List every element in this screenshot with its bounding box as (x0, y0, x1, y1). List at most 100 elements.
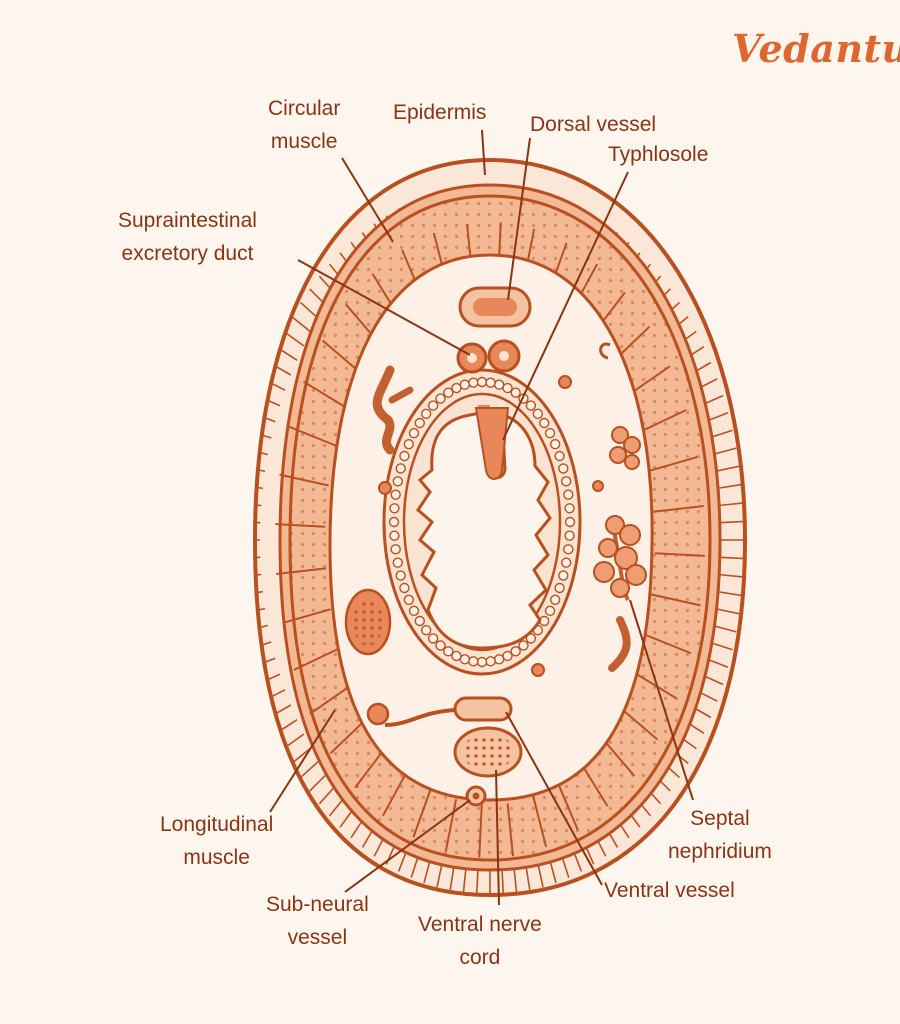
intestine-cell (414, 417, 425, 429)
intestine-cell (510, 387, 521, 398)
intestine-cell (427, 633, 439, 644)
typhlosole-fold (474, 407, 510, 480)
intestine-cell (388, 516, 400, 528)
intestine-cell (403, 594, 415, 605)
intestine (382, 368, 582, 676)
intestine-cell (408, 427, 420, 439)
label-typhlosole: Typhlosole (608, 143, 709, 166)
intestine-cell (544, 427, 556, 439)
muscle-bundle-divider (282, 608, 331, 624)
intestine-cell (539, 417, 550, 429)
intestine-chloragogen-cells (388, 376, 576, 668)
label-ventral-vessel: Ventral vessel (604, 879, 735, 902)
intestine-cell (395, 463, 406, 474)
epidermis-cell-wall (283, 733, 305, 750)
muscle-bundle-divider (649, 456, 698, 472)
muscle-bundle-divider (276, 567, 327, 575)
intestine-cell (493, 654, 505, 665)
epidermis-cell-wall (714, 465, 740, 473)
epidermis-cell-wall (718, 573, 744, 578)
epidermis-cell-wall (537, 862, 544, 888)
intestine-cell (502, 650, 513, 662)
epidermis-cell-wall (501, 869, 505, 895)
epidermis-cell-wall (283, 330, 305, 347)
intestine-cell (476, 656, 488, 668)
vedantu-logo: Vedantu (732, 26, 900, 71)
intestine-cell (390, 544, 401, 555)
intestine-cell (502, 382, 513, 394)
muscle-bundle-divider (651, 593, 701, 607)
intestine-cell (564, 530, 575, 541)
intestine-cell (564, 516, 576, 528)
intestine-cell (459, 379, 471, 390)
muscle-bundle-divider (309, 684, 353, 715)
muscle-bundle-divider (506, 803, 514, 857)
muscle-bundle-divider (654, 552, 705, 557)
intestine-cell (451, 650, 462, 662)
intestine-cell (459, 654, 471, 665)
vessels (366, 286, 532, 807)
intestine-cell (485, 377, 496, 388)
intestine-cell (561, 476, 572, 487)
intestine-cell (554, 582, 565, 594)
intestine-cell (564, 503, 575, 514)
leader-longitudinal-muscle (269, 709, 336, 813)
ventral-vessel-shape (453, 696, 513, 722)
muscle-bundle-divider (643, 633, 692, 655)
leader-epidermis (481, 129, 486, 176)
intestine-cell (525, 400, 537, 411)
nephridia (344, 342, 647, 677)
supraintestinal-duct-shape (456, 339, 521, 374)
muscle-bundle-divider (640, 409, 687, 433)
septal-nephridium-shape (593, 515, 647, 602)
intestine-cell (563, 489, 574, 500)
intestine-cell (395, 570, 406, 581)
epidermis-cell-wall (475, 869, 479, 895)
epidermis-cell-wall (714, 607, 740, 615)
intestine-cell (549, 439, 561, 450)
intestine-cell (399, 582, 410, 594)
epidermis-cell-wall (718, 502, 744, 507)
epidermis-cell-wall (719, 520, 745, 524)
epidermis-cell-wall (436, 862, 443, 888)
epidermis-cell-wall (255, 573, 262, 578)
intestine-cell (532, 408, 544, 419)
epidermis-cell-wall (513, 868, 518, 894)
muscle-bundle-divider (279, 473, 329, 487)
muscle-bundle-divider (532, 795, 548, 848)
muscle-bundle-divider (412, 787, 433, 838)
intestine-cell (399, 450, 410, 462)
leader-sub-neural-vessel (344, 799, 471, 893)
muscle-bundle-divider (632, 671, 677, 700)
epidermis-cell-wall (462, 868, 467, 894)
intestine-cell (435, 393, 446, 404)
intestine-cell (544, 605, 556, 617)
epidermis-cell-wall (255, 556, 261, 560)
label-dorsal-vessel: Dorsal vessel (530, 113, 657, 136)
epidermis-cell-wall (717, 590, 742, 597)
intestine-cell (518, 640, 529, 651)
muscle-bundle-divider (303, 380, 348, 409)
leader-lines (269, 129, 694, 906)
muscle-bundle-divider (556, 781, 579, 831)
epidermis-cell-wall (711, 447, 737, 456)
leader-circular-muscle (341, 157, 394, 243)
intestine-cell (392, 557, 403, 568)
muscle-bundle-divider (444, 799, 458, 852)
intestine-cell (443, 646, 454, 657)
epidermis-cell-wall (449, 865, 455, 891)
leader-dorsal-vessel (507, 137, 531, 301)
intestine-cell (525, 633, 537, 644)
intestine-cell (476, 376, 488, 388)
epidermis-cell-wall (255, 590, 263, 597)
intestine-cell (468, 656, 479, 667)
epidermis-cell-wall (525, 865, 531, 891)
intestine-cell (485, 656, 496, 667)
epidermis-cell-wall (299, 760, 320, 779)
intestine-cell (549, 594, 561, 605)
intestine-cell (493, 379, 505, 390)
